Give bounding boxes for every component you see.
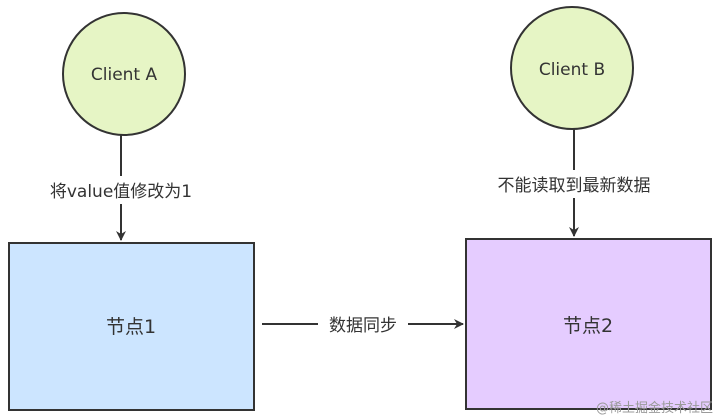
node-2-shape [465,238,712,410]
edge-read: 不能读取到最新数据 [478,117,670,237]
node-1-shape [8,242,255,411]
watermark: @稀土掘金技术社区 [595,401,713,416]
edge-read-label-bg [478,170,670,198]
node-client-b: Client B [510,6,634,130]
edge-write: 将value值修改为1 [30,131,212,241]
edge-sync-label: 数据同步 [329,316,397,336]
node-client-b-label: Client B [539,60,605,80]
node-client-a: Client A [62,12,186,136]
node-1: 节点1 [8,242,255,411]
node-1-label: 节点1 [106,316,156,338]
edge-write-label: 将value值修改为1 [50,182,192,202]
edge-read-label: 不能读取到最新数据 [498,176,651,196]
edge-sync-label-bg [318,312,408,338]
edge-sync: 数据同步 [262,312,464,338]
node-2-label: 节点2 [563,315,613,337]
node-client-b-shape [510,6,634,130]
node-client-a-label: Client A [91,65,158,85]
edge-write-label-bg [30,176,212,204]
node-client-a-shape [62,12,186,136]
node-2: 节点2 [465,238,712,410]
